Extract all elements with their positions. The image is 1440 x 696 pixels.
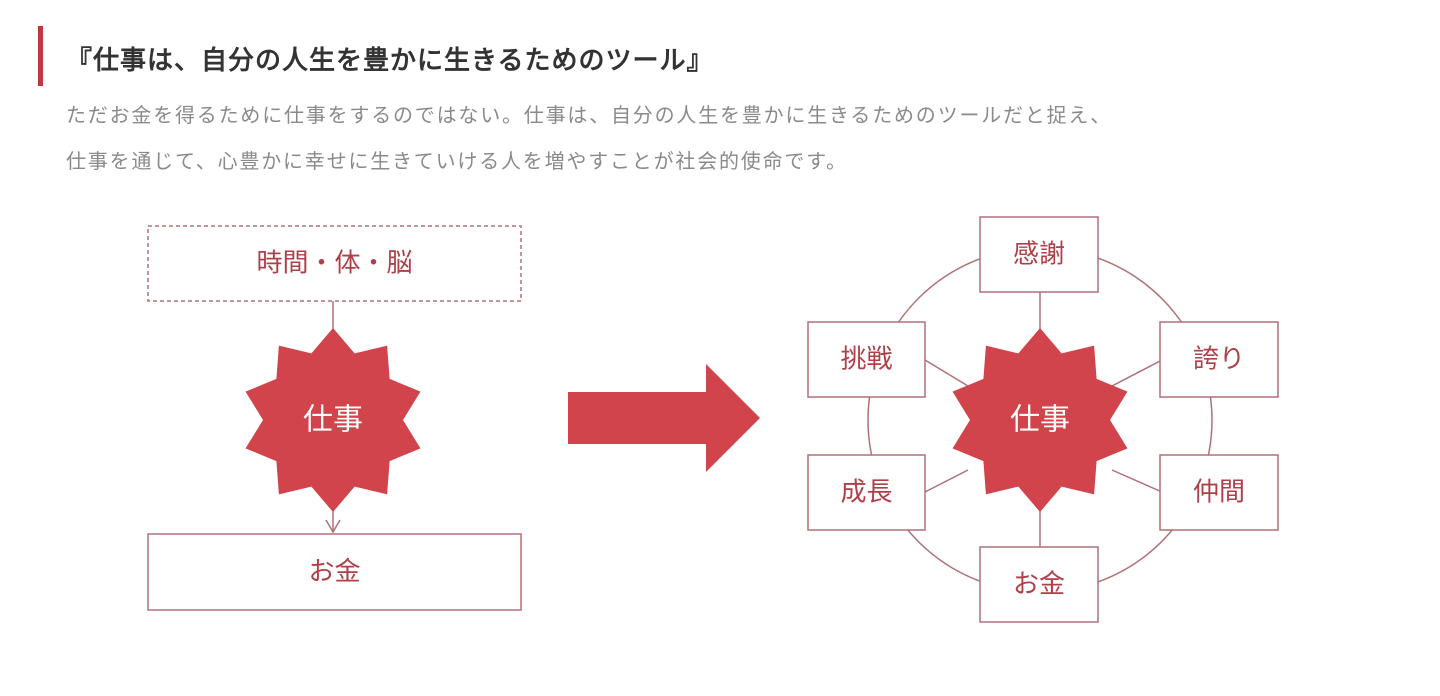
item-box-gratitude bbox=[979, 216, 1099, 293]
transition-arrow bbox=[568, 364, 760, 472]
item-box-money bbox=[979, 546, 1099, 623]
item-label-pride: 誇り bbox=[1193, 345, 1245, 375]
after-work-label: 仕事 bbox=[1010, 403, 1070, 438]
item-label-growth: 成長 bbox=[840, 478, 892, 508]
section-heading: 『仕事は、自分の人生を豊かに生きるためのツール』 bbox=[66, 46, 714, 76]
after-diagram: 仕事 感謝 誇り 仲間 お金 成長 挑戦 bbox=[807, 216, 1279, 623]
before-input-box bbox=[147, 225, 522, 302]
item-box-challenge bbox=[807, 321, 926, 398]
before-work-star bbox=[245, 328, 421, 512]
before-output-box bbox=[147, 533, 522, 611]
before-work-label: 仕事 bbox=[303, 403, 363, 438]
before-output-label: お金 bbox=[308, 557, 360, 587]
spoke-pride bbox=[1111, 359, 1163, 387]
lead-line-1: ただお金を得るために仕事をするのではない。仕事は、自分の人生を豊かに生きるための… bbox=[66, 103, 1112, 127]
spoke-growth bbox=[924, 469, 969, 493]
before-diagram: 時間・体・脳 仕事 お金 bbox=[147, 225, 522, 611]
item-label-companions: 仲間 bbox=[1193, 478, 1245, 508]
item-box-companions bbox=[1159, 454, 1279, 531]
spoke-challenge bbox=[924, 359, 969, 387]
before-input-label: 時間・体・脳 bbox=[256, 249, 412, 279]
lead-line-2: 仕事を通じて、心豊かに幸せに生きていける人を増やすことが社会的使命です。 bbox=[66, 149, 848, 173]
item-label-challenge: 挑戦 bbox=[840, 345, 892, 375]
after-work-star bbox=[952, 328, 1128, 512]
item-box-pride bbox=[1159, 321, 1279, 398]
item-label-gratitude: 感謝 bbox=[1013, 240, 1065, 270]
before-arrowhead bbox=[325, 519, 341, 534]
item-box-growth bbox=[807, 454, 926, 531]
heading-accent-bar bbox=[38, 26, 43, 86]
lead-paragraph: ただお金を得るために仕事をするのではない。仕事は、自分の人生を豊かに生きるための… bbox=[66, 92, 1112, 184]
item-label-money: お金 bbox=[1013, 570, 1065, 600]
spoke-companions bbox=[1111, 469, 1163, 493]
